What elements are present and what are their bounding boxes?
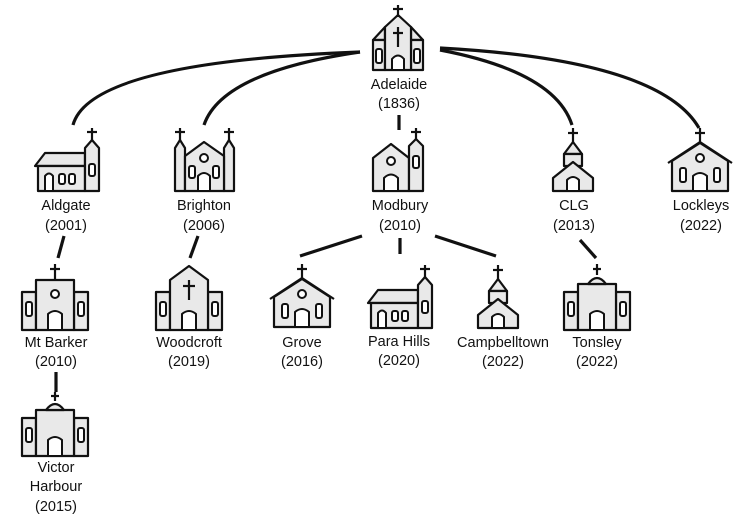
node-lockleys: Lockleys (2022) — [673, 198, 729, 234]
steeple-church-icon — [551, 128, 595, 193]
node-aldgate: Aldgate (2001) — [41, 198, 90, 234]
link-adelaide-lockleys — [439, 46, 701, 129]
chapel-icon — [33, 128, 101, 193]
link-brighton-woodcroft — [188, 235, 200, 259]
node-clg: CLG (2013) — [553, 198, 595, 234]
tower-church-icon — [371, 128, 425, 193]
node-year: (2022) — [482, 354, 524, 370]
node-para-hills: Para Hills (2020) — [368, 334, 430, 369]
node-year: (1836) — [378, 96, 420, 112]
node-name: Para Hills — [368, 334, 430, 350]
steeple-church-icon — [476, 265, 520, 330]
node-year: (2015) — [35, 499, 77, 515]
node-name: Tonsley — [572, 335, 622, 351]
cathedral-icon — [154, 264, 224, 332]
link-clg-tonsley — [578, 238, 598, 260]
node-name: Brighton — [177, 198, 231, 214]
node-woodcroft: Woodcroft (2019) — [156, 335, 222, 370]
node-year: (2022) — [576, 354, 618, 370]
gable-church-icon — [667, 128, 733, 193]
node-year: (2019) — [168, 354, 210, 370]
node-year: (2001) — [45, 218, 87, 234]
node-brighton: Brighton (2006) — [177, 198, 231, 234]
node-name: CLG — [559, 198, 589, 214]
grand-church-icon — [20, 392, 90, 458]
node-name: Campbelltown — [457, 335, 549, 351]
node-modbury: Modbury (2010) — [372, 198, 429, 234]
node-name: Modbury — [372, 198, 429, 214]
node-year: (2006) — [183, 218, 225, 234]
node-year: (2016) — [281, 354, 323, 370]
node-year: (2013) — [553, 218, 595, 234]
cathedral-icon — [371, 5, 425, 72]
twin-tower-church-icon — [173, 128, 236, 193]
node-tonsley: Tonsley (2022) — [572, 335, 622, 370]
node-name: Mt Barker — [25, 335, 88, 351]
node-grove: Grove (2016) — [281, 335, 323, 370]
link-adelaide-aldgate — [71, 50, 361, 126]
node-name: Victor — [38, 460, 75, 476]
link-modbury-campbelltown — [434, 234, 497, 258]
node-name: Grove — [282, 335, 322, 351]
gable-church-icon — [269, 264, 335, 329]
node-name: Adelaide — [371, 77, 427, 93]
node-year: (2022) — [680, 218, 722, 234]
node-name-line2: Harbour — [30, 479, 83, 495]
link-adelaide-clg — [439, 48, 574, 126]
node-adelaide: Adelaide (1836) — [371, 77, 427, 112]
node-year: (2010) — [35, 354, 77, 370]
link-aldgate-mt-barker — [56, 235, 66, 259]
node-name: Aldgate — [41, 198, 90, 214]
node-year: (2020) — [378, 353, 420, 369]
connection-lines — [54, 46, 701, 392]
link-modbury-grove — [299, 234, 363, 258]
node-year: (2010) — [379, 218, 421, 234]
chapel-icon — [366, 265, 434, 330]
grand-church-icon — [20, 264, 90, 332]
node-victor-harbour: Victor Harbour (2015) — [30, 460, 83, 515]
link-adelaide-brighton — [202, 50, 361, 126]
node-campbelltown: Campbelltown (2022) — [457, 335, 549, 370]
node-mt-barker: Mt Barker (2010) — [25, 335, 88, 370]
node-name: Woodcroft — [156, 335, 222, 351]
node-name: Lockleys — [673, 198, 729, 214]
grand-church-icon — [562, 264, 632, 332]
